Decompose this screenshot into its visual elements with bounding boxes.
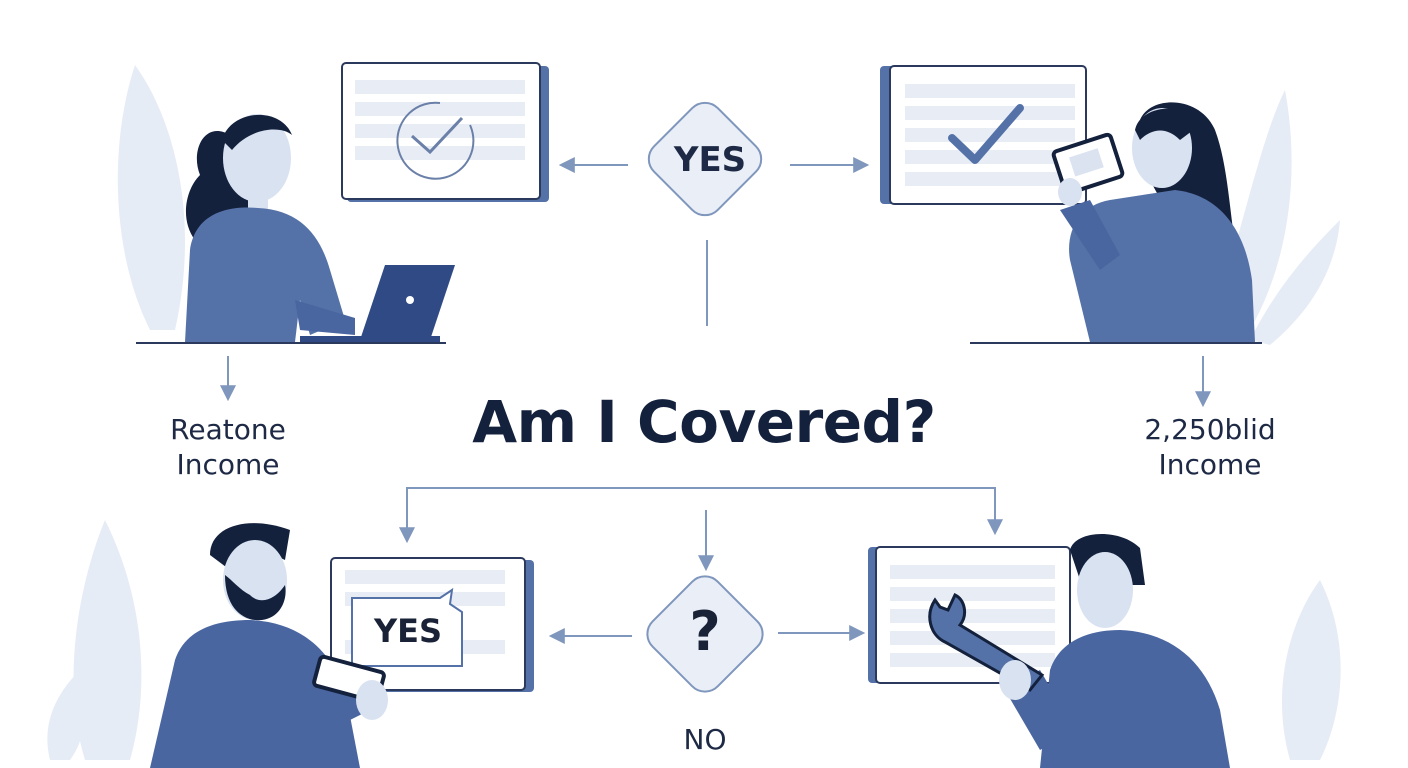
speech-bubble-text: YES [373,612,443,650]
decision-diamond-top [647,101,763,217]
left-caption-line-1: Reatone [170,413,286,446]
left-caption: Reatone Income [120,412,336,482]
card-bottom-right [868,546,1071,684]
card-top-left [341,62,549,202]
question-mark-text: ? [689,600,721,663]
no-label: NO [683,723,727,756]
bracket-connector [406,487,996,540]
left-caption-line-2: Income [176,448,280,481]
person-man-phone [150,523,388,768]
person-woman-laptop [136,114,455,344]
right-caption: 2,250blid Income [1090,412,1330,482]
right-caption-line-1: 2,250blid [1144,413,1276,446]
person-woman-tablet [970,102,1262,344]
speech-bubble [351,587,463,667]
person-man-wrench [928,533,1230,768]
right-caption-line-2: Income [1158,448,1262,481]
diagram-title: Am I Covered? [472,388,936,456]
card-top-right [880,65,1087,205]
decision-diamond-bottom [646,575,764,693]
decision-yes-text: YES [673,140,747,180]
